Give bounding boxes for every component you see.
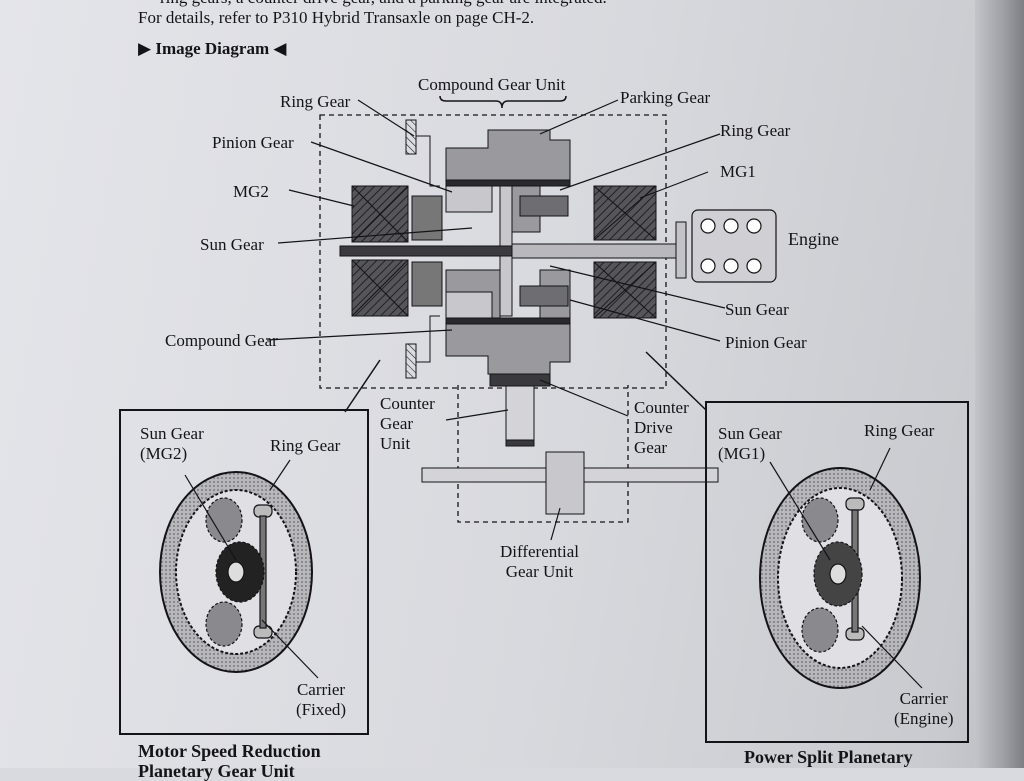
label-compound-gear: Compound Gear: [165, 331, 278, 350]
counter-gear-unit-line3: Unit: [380, 434, 411, 453]
label-engine: Engine: [788, 229, 839, 249]
right-inset-ring-gear-label: Ring Gear: [864, 421, 935, 440]
label-counter-gear-unit: Counter Gear Unit: [380, 394, 435, 454]
left-inset-sun-gear-label: Sun Gear (MG2): [140, 424, 204, 464]
label-differential-gear-unit: Differential Gear Unit: [500, 542, 579, 582]
label-mg1: MG1: [720, 162, 756, 181]
label-sun-gear-right: Sun Gear: [725, 300, 789, 319]
triangle-left-icon: ◀: [273, 39, 287, 58]
mg2-rotor: [411, 195, 443, 307]
leader-lines: [266, 99, 726, 541]
compound-gear-brace: [439, 95, 567, 109]
left-inset-caption: Motor Speed Reduction Planetary Gear Uni…: [138, 741, 321, 781]
main-shaft: [339, 221, 687, 279]
right-inset-caption: Power Split Planetary: [744, 747, 913, 767]
label-sun-gear-left: Sun Gear: [200, 235, 264, 254]
intro-line-top: ring gears, a counter drive gear, and a …: [160, 0, 607, 8]
dashed-outline-main: [319, 114, 667, 523]
left-inset-frame: [119, 409, 369, 735]
left-inset-carrier-label: Carrier (Fixed): [296, 680, 346, 720]
right-inset-frame: [705, 401, 969, 743]
counter-gear-unit-line2: Gear: [380, 414, 414, 433]
differential-line2: Gear Unit: [505, 562, 574, 581]
left-caption-line2: Planetary Gear Unit: [138, 761, 295, 781]
counter-and-differential: [421, 373, 719, 515]
right-inset-carrier-label: Carrier (Engine): [894, 689, 953, 729]
right-planetary-gear: [759, 447, 923, 689]
left-sun-gear-line2: (MG2): [140, 444, 188, 463]
left-inset-ring-gear-label: Ring Gear: [270, 436, 341, 455]
differential-line1: Differential: [500, 542, 579, 561]
label-ring-gear-right: Ring Gear: [720, 121, 791, 140]
mg2-stator: [351, 185, 409, 317]
counter-drive-gear-line3: Gear: [634, 438, 668, 457]
left-carrier-line2: (Fixed): [296, 700, 347, 719]
label-mg2: MG2: [233, 182, 269, 201]
right-inset-sun-gear-label: Sun Gear (MG1): [718, 424, 782, 464]
mg1-stator: [593, 185, 657, 319]
left-caption-line1: Motor Speed Reduction: [138, 741, 321, 761]
section-heading-text: Image Diagram: [155, 39, 270, 58]
label-pinion-gear-left: Pinion Gear: [212, 133, 294, 152]
triangle-right-icon: ▶: [138, 39, 152, 58]
intro-line-details: For details, refer to P310 Hybrid Transa…: [138, 8, 535, 27]
compound-gear-body: [445, 129, 571, 375]
label-parking-gear: Parking Gear: [620, 88, 711, 107]
section-heading: ▶ Image Diagram ◀: [138, 39, 286, 59]
label-compound-gear-unit: Compound Gear Unit: [418, 75, 566, 94]
label-pinion-gear-right: Pinion Gear: [725, 333, 807, 352]
counter-gear-unit-line1: Counter: [380, 394, 435, 413]
counter-drive-gear-line2: Drive: [634, 418, 673, 437]
right-sun-gear-line1: Sun Gear: [718, 424, 782, 443]
callout-pointers: [344, 351, 707, 413]
left-carrier-line1: Carrier: [296, 680, 346, 699]
left-sun-gear-line1: Sun Gear: [140, 424, 204, 443]
right-carrier-line2: (Engine): [894, 709, 954, 728]
book-spine-shadow: [975, 0, 1024, 768]
counter-drive-gear-line1: Counter: [634, 398, 689, 417]
label-counter-drive-gear: Counter Drive Gear: [634, 398, 689, 458]
right-carrier-line1: Carrier: [899, 689, 948, 708]
engine-block: [691, 209, 777, 283]
label-ring-gear-left: Ring Gear: [280, 92, 351, 111]
right-sun-gear-line2: (MG1): [718, 444, 766, 463]
left-planetary-gear: [159, 459, 319, 679]
